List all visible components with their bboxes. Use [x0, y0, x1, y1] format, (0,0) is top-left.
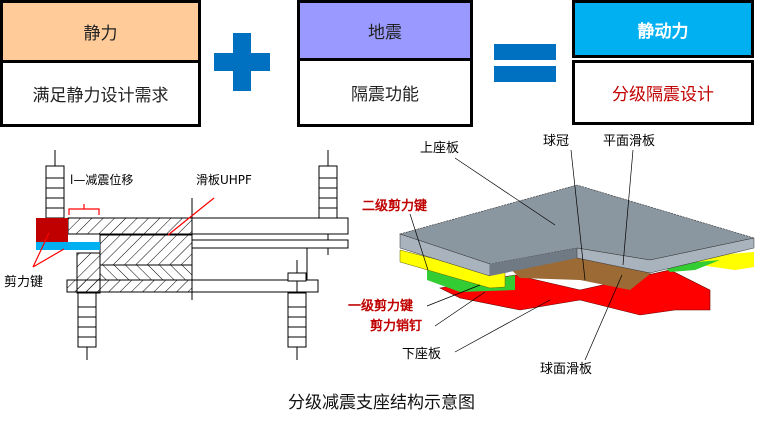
box-dynamic-body-text: 分级隔震设计: [612, 85, 714, 105]
box-seismic-body-text: 隔震功能: [351, 85, 419, 105]
box-dynamic-body: 分级隔震设计: [572, 60, 754, 125]
shear-key-blue: [36, 242, 100, 250]
label-secondary-shear-key: 二级剪力键: [362, 198, 427, 214]
bolt-bottom-right: [287, 260, 307, 360]
box-seismic-header-text: 地震: [368, 23, 402, 43]
top-plate-hatched: [67, 217, 193, 235]
bottom-plate-hatched: [66, 279, 193, 293]
label-bottom-plate: 下座板: [402, 347, 441, 362]
mid-hatched: [99, 264, 193, 281]
label-spherical-slide-plate: 球面滑板: [540, 362, 592, 377]
label-shear-key: 剪力键: [4, 274, 43, 290]
top-plate-front-mid: [490, 248, 577, 276]
shear-key-arrows: [32, 232, 65, 268]
label-primary-shear-key: 一级剪力键: [348, 298, 413, 314]
box-static-body: 满足静力设计需求: [0, 60, 201, 127]
green-right: [662, 260, 720, 272]
displacement-bracket: [68, 204, 100, 215]
box-dynamic-header-text: 静动力: [637, 21, 689, 42]
bottom-plate-right: [191, 279, 319, 293]
label-flat-slide-plate: 平面滑板: [603, 134, 655, 149]
box-dynamic-header: 静动力: [572, 0, 754, 58]
shear-key-red: [36, 218, 68, 242]
label-displacement: l—减震位移: [70, 172, 133, 187]
box-static-header: 静力: [0, 0, 201, 63]
slide-rails: [191, 239, 349, 249]
slide-plate-arrow: [167, 197, 215, 236]
label-shear-pin: 剪力销钉: [370, 318, 422, 334]
bolt-bottom-left: [77, 292, 97, 360]
label-top-plate: 上座板: [420, 141, 459, 156]
bolt-top-right: [318, 150, 338, 255]
box-seismic-header: 地震: [297, 0, 473, 61]
slide-block: [99, 234, 193, 266]
label-slide-plate: 滑板UHPF: [196, 173, 252, 187]
box-static-header-text: 静力: [83, 24, 118, 44]
top-plate-front-right: [576, 237, 755, 274]
label-spherical-crown: 球冠: [543, 134, 569, 149]
box-static-body-text: 满足静力设计需求: [32, 86, 169, 106]
figure-caption: 分级减震支座结构示意图: [288, 393, 475, 413]
top-plate-right: [191, 217, 349, 235]
model-3d: 上座板 球冠 平面滑板 二级剪力键 一级剪力键 剪力销钉 下座板 球面滑板: [348, 134, 755, 377]
box-seismic-body: 隔震功能: [297, 58, 473, 127]
section-drawing: l—减震位移 滑板UHPF 剪力键: [4, 150, 349, 360]
bolt-top-left: [45, 150, 65, 219]
